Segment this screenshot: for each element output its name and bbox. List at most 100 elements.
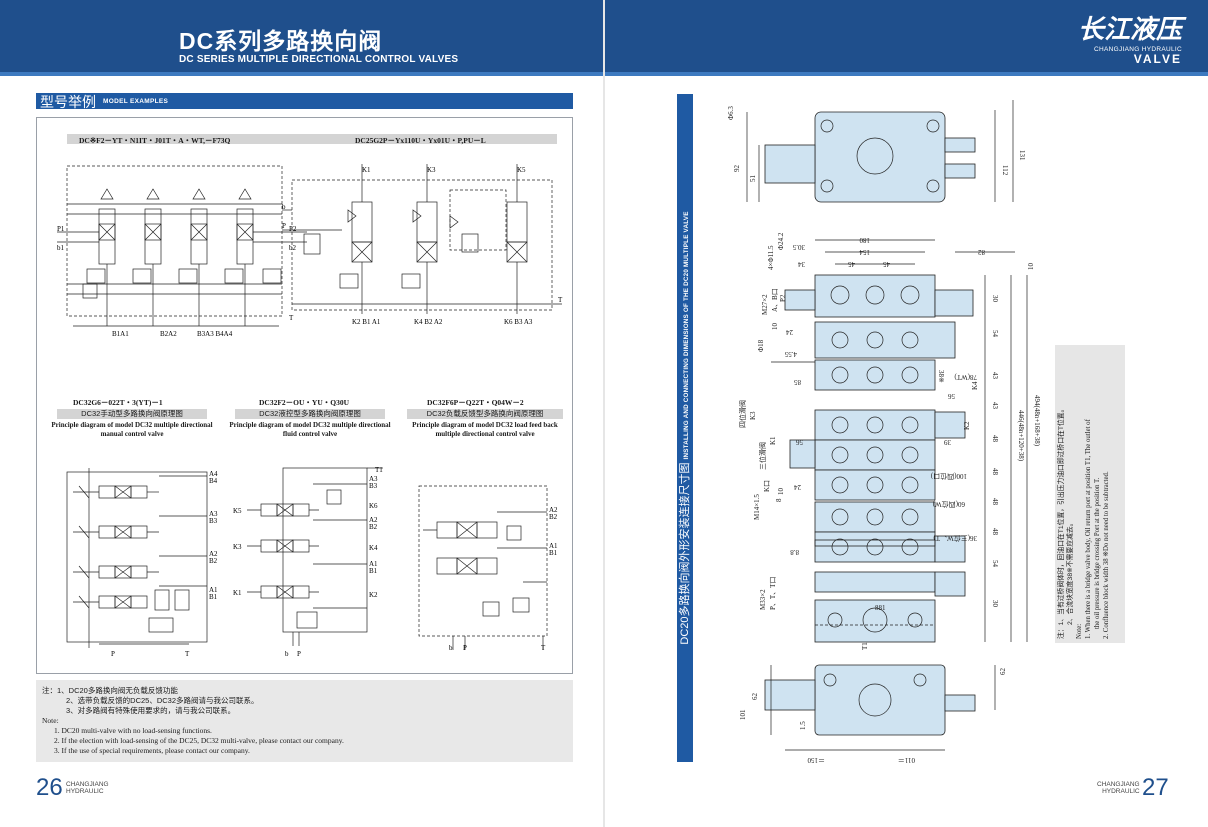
dim-label: 54 (991, 330, 999, 338)
dim-label: 48 (991, 468, 999, 476)
port-label: K3 (427, 166, 436, 174)
port-label: K3 (233, 543, 242, 551)
note-line: 1. DC20 multi-valve with no load-sensing… (54, 726, 212, 735)
note-line: 2. If the election with load-sensing of … (54, 736, 344, 745)
dim-label: 45 (883, 260, 891, 268)
note-line: 注：1、DC20多路换向阀无负载反馈功能 (42, 686, 567, 696)
dim-label: K3 (749, 411, 757, 420)
dim-label: 494(48n+168+38) (1033, 395, 1041, 447)
port-label: B1 (209, 593, 218, 601)
section-title-en: MODEL EXAMPLES (103, 98, 169, 105)
vertical-title-band (677, 94, 693, 762)
note-line: 2、合流块宽度38※不需要应减去。 (1067, 519, 1074, 625)
diagram-code-2: DC32F2－OU・YU・Q30U (259, 398, 349, 407)
dim-label: 30.5 (792, 243, 805, 251)
diagram-code-3: DC32F6P－Q22T・Q04W－2 (427, 398, 524, 407)
page-gutter (603, 0, 605, 827)
note-head-en: Note: (1076, 623, 1083, 639)
dim-label: 100(四位口) (930, 472, 967, 481)
dim-label: 34 (798, 260, 806, 268)
dim-label: 112 (1001, 165, 1009, 176)
port-label: B3 (209, 517, 218, 525)
diagram-caption-cn-2: DC32液控型多路换向阀原理图 (235, 409, 385, 419)
vertical-title-en: INSTALLING AND CONNECTING DIMENSIONS OF … (683, 211, 690, 460)
vertical-title-cn: DC20多路换向阀外形安装连接尺寸图 (679, 462, 691, 645)
dim-label: Φ24.2 (777, 232, 785, 250)
dim-label: 48 (991, 435, 999, 443)
port-label: b (282, 203, 286, 211)
brand-logo: 长江液压 CHANGJIANG HYDRAULIC VALVE (1078, 16, 1182, 65)
logo-subtitle: CHANGJIANG HYDRAULIC (1094, 46, 1182, 53)
dim-label: 39 (944, 438, 952, 446)
port-label: B2A2 (160, 330, 177, 338)
diagram-caption-en-3: Principle diagram of model DC32 load fee… (412, 421, 558, 438)
dim-label: K口 (763, 480, 771, 492)
page-number: 26 (36, 774, 63, 801)
schematic-dc32-manual: A4 B4 A3 B3 A2 B2 A1 B1 P T (66, 468, 218, 658)
diagram-code-top-right: DC25G2P－Yx110U・Yx01U・P,PU－L (355, 136, 486, 145)
dim-label: 30 (991, 600, 999, 608)
diagram-caption-cn-3: DC32负载反馈型多路换向阀原理图 (407, 409, 563, 419)
dim-label: 56 (796, 438, 804, 446)
dim-label: 48 (991, 528, 999, 536)
port-label: P (463, 644, 467, 652)
schematic-fluid-3-section: K1 K3 K5 b P T K2 B1 A1 K4 B2 A2 K6 B3 A… (282, 164, 563, 326)
note-text: 1、DC20多路换向阀无负载反馈功能 (57, 686, 178, 695)
port-label: B4 (209, 477, 218, 485)
dim-label: 1.5 (799, 721, 807, 730)
note-right-text: 注：1、当有过桥阀体时，回油口在T1位置，引出压力油口即过桥口在T位置。 2、合… (1057, 349, 1123, 639)
port-label: P1 (57, 225, 65, 233)
dim-label: 60(四位W) (932, 500, 965, 509)
port-label: b (285, 650, 289, 658)
dim-label: A、B口 (771, 288, 779, 312)
dim-label: 78(WT) (954, 373, 977, 381)
port-label: B1A1 (112, 330, 129, 338)
port-label: P (111, 650, 115, 658)
diagram-caption-en-1: Principle diagram of model DC32 multiple… (51, 421, 213, 438)
dim-label: 10 (771, 323, 779, 331)
dim-label: Φ6.3 (727, 106, 735, 120)
dim-label: 54 (991, 560, 999, 568)
port-label: A3 (209, 510, 218, 518)
dim-label: T1 (861, 642, 869, 650)
dim-label: 011＝ (898, 756, 915, 764)
port-label: K1 (362, 166, 371, 174)
dim-label: 62 (999, 668, 1007, 676)
port-label: P (297, 650, 301, 658)
header-stripe (605, 72, 1208, 76)
port-label: A1 (549, 542, 558, 550)
port-label: A2 (369, 516, 378, 524)
code-bar (67, 134, 287, 144)
dim-label: P2 (779, 294, 787, 302)
dim-label: 92 (733, 165, 741, 173)
port-label: A4 (209, 470, 218, 478)
dim-label: 82 (978, 248, 986, 256)
schematic-dc32-fluid: T1 A3 B3 K6 A2 B2 K4 A1 B1 K2 K5 K3 K1 b… (233, 466, 383, 658)
note-line: 1. When there is a bridge valve body, Oi… (1085, 419, 1092, 639)
dim-label: 85 (794, 378, 802, 386)
diagram-caption-cn-1: DC32手动型多路换向阀原理图 (57, 409, 207, 419)
schematic-manual-4-section: P1 b1 P2 b2 T B1A1 B2A2 B3A3 B4A4 (57, 165, 307, 338)
schematic-frame: DC※F2－YT・N1IT・J01T・A・WT,－F73Q DC25G2P－Yx… (36, 117, 573, 674)
page-right: 长江液压 CHANGJIANG HYDRAULIC VALVE DC20多路换向… (605, 0, 1208, 827)
note-box-right: 注：1、当有过桥阀体时，回油口在T1位置，引出压力油口即过桥口在T位置。 2、合… (1055, 345, 1125, 643)
logo-script: 长江液压 (1077, 15, 1182, 45)
dim-label: 30 (991, 295, 999, 303)
port-label: P2 (289, 225, 297, 233)
diagram-code-1: DC32G6－022T・3(YT)－1 (73, 398, 163, 407)
dim-label: 43 (991, 372, 999, 380)
brand-line: CHANGJIANG (1097, 781, 1140, 788)
port-label: B1 (369, 567, 378, 575)
port-label: K2 B1 A1 (352, 318, 381, 326)
diagram-code-top-left: DC※F2－YT・N1IT・J01T・A・WT,－F73Q (79, 136, 231, 145)
port-label: T1 (375, 466, 383, 474)
note-line: 3. If the use of special requirements, p… (54, 746, 250, 755)
note-box-left: 注：1、DC20多路换向阀无负载反馈功能 2、选带负载反馈的DC25、DC32多… (36, 680, 573, 762)
logo-valve: VALVE (1133, 52, 1182, 66)
dim-label: 48 (991, 498, 999, 506)
dim-label: K2 (963, 421, 971, 430)
dim-label: 10 (1027, 263, 1035, 271)
brand-line: CHANGJIANG (66, 781, 109, 788)
dim-label: K1 (769, 436, 777, 445)
port-label: B2 (549, 513, 558, 521)
